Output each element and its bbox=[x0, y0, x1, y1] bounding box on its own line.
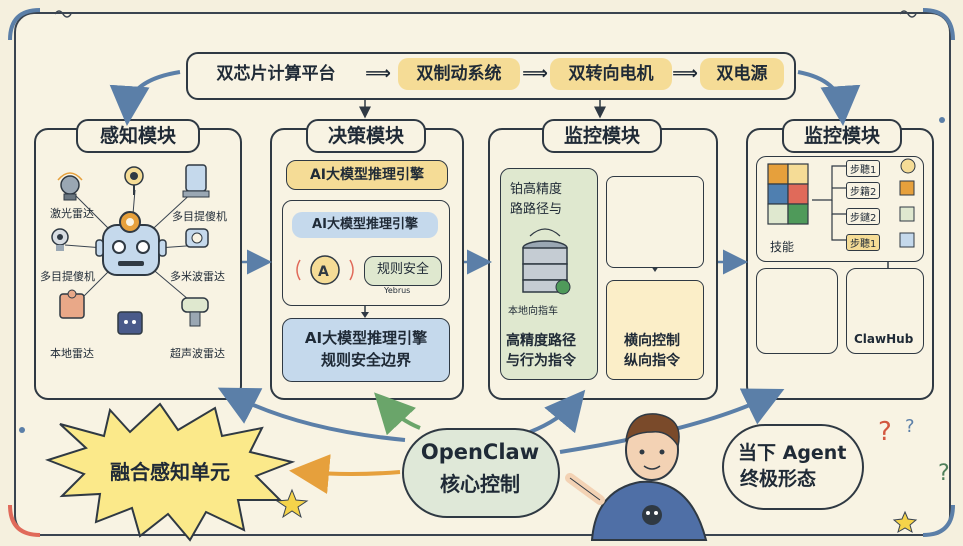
step-label: 步籍2 bbox=[846, 182, 881, 199]
monitor1-bottom-line1: 高精度路径 bbox=[506, 333, 576, 349]
monitor1-bottom-line2: 与行为指令 bbox=[506, 353, 576, 369]
decision-title: 决策模块 bbox=[306, 119, 426, 153]
decision-bottom-box: AI大模型推理引擎 规则安全边界 bbox=[282, 318, 450, 382]
agent-line2: 终极形态 bbox=[740, 468, 817, 490]
top-chain-item: 双制动系统 bbox=[398, 58, 520, 90]
chain-arrow-icon: ⟹ bbox=[672, 63, 698, 84]
dot-icon bbox=[939, 117, 945, 123]
school-box bbox=[756, 268, 838, 354]
control-line2: 纵向指令 bbox=[624, 353, 680, 369]
squiggle-icon bbox=[54, 10, 72, 18]
corner-swirl-icon bbox=[8, 504, 41, 537]
question-mark-icon: ? bbox=[938, 461, 950, 486]
corner-swirl-icon bbox=[922, 8, 955, 41]
sensor-label: 本地雷达 bbox=[50, 347, 94, 360]
step-label: 步聽1 bbox=[846, 234, 881, 251]
squiggle-icon bbox=[899, 10, 917, 18]
local-label: 本地向指车 bbox=[508, 306, 558, 317]
control-line1: 横向控制 bbox=[624, 333, 680, 349]
question-mark-icon: ? bbox=[878, 417, 892, 447]
core-line1: OpenClaw bbox=[420, 440, 540, 464]
chain-arrow-icon: ⟹ bbox=[522, 63, 548, 84]
monitor2-title: 监控模块 bbox=[782, 119, 902, 153]
monitor1-control-box bbox=[606, 280, 704, 380]
dot-icon bbox=[19, 427, 25, 433]
sensor-label: 超声波雷达 bbox=[170, 347, 225, 360]
clawhub-label: ClawHub bbox=[854, 332, 914, 346]
sensor-label: 多目提傻机 bbox=[172, 210, 227, 223]
question-mark-icon: ? bbox=[905, 416, 915, 437]
agent-bubble bbox=[722, 424, 864, 510]
monitor1-title: 监控模块 bbox=[542, 119, 662, 153]
top-chain-item: 双转向电机 bbox=[550, 58, 672, 90]
precision-line1: 铂高精度 bbox=[510, 182, 563, 197]
step-label: 步鑓2 bbox=[846, 208, 881, 225]
corner-swirl-icon bbox=[922, 504, 955, 537]
core-line2: 核心控制 bbox=[440, 472, 520, 496]
agent-line1: 当下 Agent bbox=[738, 442, 847, 464]
decision-engine-pill: AI大模型推理引擎 bbox=[286, 160, 448, 190]
skills-label: 技能 bbox=[770, 240, 795, 254]
star-icon bbox=[275, 488, 309, 519]
top-chain-item: 双电源 bbox=[700, 58, 784, 90]
rules-safety-box: 规则安全 bbox=[364, 256, 442, 286]
top-chain-item: 双芯片计算平台 bbox=[216, 64, 336, 84]
decision-inner-engine: AI大模型推理引擎 bbox=[292, 212, 438, 238]
decision-bottom-line2: 规则安全边界 bbox=[320, 351, 411, 369]
sensor-label: 多米波雷达 bbox=[170, 270, 225, 283]
sensor-label: 多目提傻机 bbox=[40, 270, 95, 283]
fusion-label: 融合感知单元 bbox=[110, 460, 230, 484]
star-icon bbox=[892, 510, 918, 534]
corner-swirl-icon bbox=[8, 8, 41, 41]
monitor1-chart-box bbox=[606, 176, 704, 268]
decision-bottom-line1: AI大模型推理引擎 bbox=[304, 329, 428, 347]
step-label: 步聽1 bbox=[846, 160, 881, 177]
precision-line2: 路路径与 bbox=[510, 202, 563, 217]
perception-title: 感知模块 bbox=[76, 119, 200, 153]
sensor-label: 激光雷达 bbox=[50, 207, 94, 220]
rules-small-text: Yebrus bbox=[384, 286, 411, 295]
chain-arrow-icon: ⟹ bbox=[365, 63, 391, 84]
core-bubble bbox=[402, 428, 560, 518]
clawhub-box bbox=[846, 268, 924, 354]
